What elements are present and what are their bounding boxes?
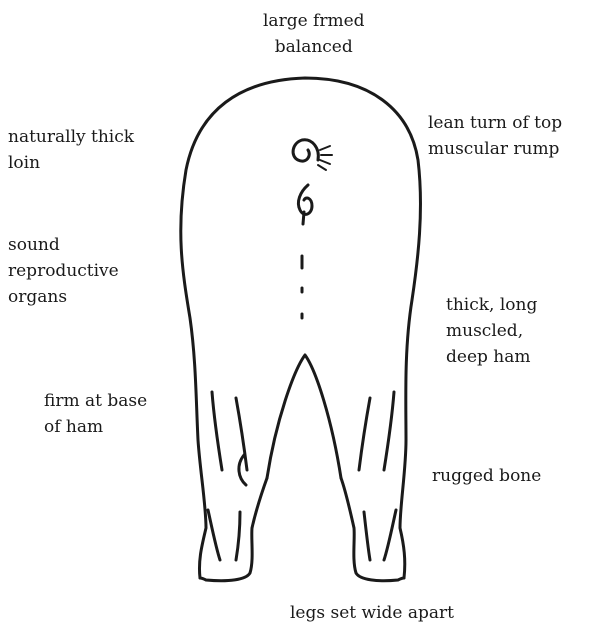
label-thick-loin: naturally thick loin [8, 124, 134, 176]
label-muscular-rump: lean turn of top muscular rump [428, 110, 562, 162]
label-line: of ham [44, 414, 147, 440]
label-large-framed-balanced: large frmed balanced [263, 8, 365, 60]
right-leg [341, 478, 404, 581]
label-line: thick, long [446, 292, 537, 318]
label-line: loin [8, 150, 134, 176]
tail [293, 140, 318, 161]
label-deep-ham: thick, long muscled, deep ham [446, 292, 537, 370]
label-line: balanced [263, 34, 365, 60]
label-reproductive-organs: sound reproductive organs [8, 232, 119, 310]
label-line: naturally thick [8, 124, 134, 150]
label-rugged-bone: rugged bone [432, 463, 541, 489]
crotch-curve [267, 355, 341, 478]
vulva-mark [298, 185, 312, 214]
label-line: sound [8, 232, 119, 258]
label-line: large frmed [263, 8, 365, 34]
label-line: lean turn of top [428, 110, 562, 136]
label-line: rugged bone [432, 463, 541, 489]
label-line: muscled, [446, 318, 537, 344]
left-leg [200, 478, 267, 581]
label-line: organs [8, 284, 119, 310]
label-firm-base-ham: firm at base of ham [44, 388, 147, 440]
right-leg-muscle-line [359, 398, 370, 470]
label-line: deep ham [446, 344, 537, 370]
label-legs-wide-apart: legs set wide apart [290, 600, 454, 626]
label-line: legs set wide apart [290, 600, 454, 626]
body-outline [181, 78, 421, 578]
label-line: muscular rump [428, 136, 562, 162]
label-line: reproductive [8, 258, 119, 284]
right-leg-muscle-line [384, 510, 396, 560]
vulva-mark [303, 212, 304, 224]
right-leg-muscle-line [384, 392, 394, 470]
left-leg-muscle-line [236, 512, 240, 560]
tail-tuft [318, 146, 332, 170]
left-leg-muscle-line [208, 510, 220, 560]
right-leg-muscle-line [364, 512, 370, 560]
label-line: firm at base [44, 388, 147, 414]
left-leg-muscle-line [212, 392, 222, 470]
